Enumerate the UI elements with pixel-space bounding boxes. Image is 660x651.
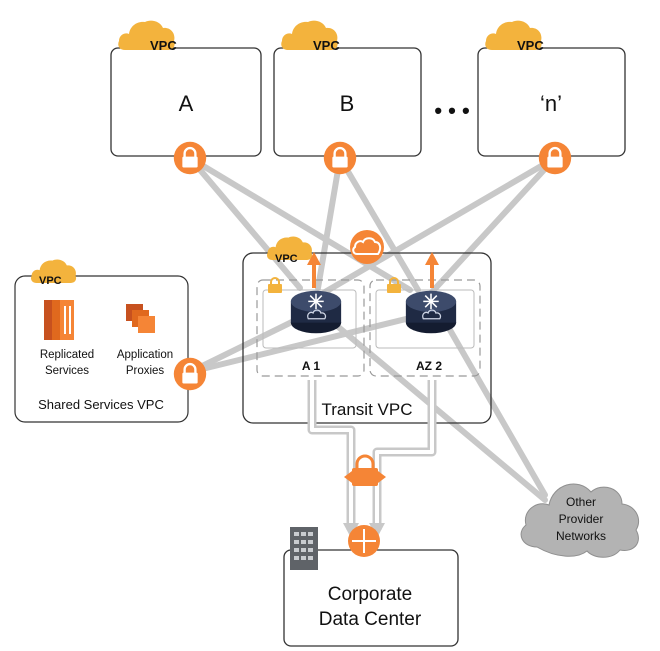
transit-vpc-label: Transit VPC bbox=[321, 400, 412, 419]
customer-gateway-icon bbox=[348, 525, 380, 557]
vpn-gateway-icon bbox=[344, 454, 386, 486]
link-b-az1 bbox=[315, 155, 343, 291]
application-proxies-line1: Application bbox=[117, 349, 173, 361]
connection-lines bbox=[187, 155, 558, 503]
vpc-box-n: VPC ‘n’ bbox=[477, 20, 626, 157]
vpc-n-label: ‘n’ bbox=[540, 91, 562, 116]
application-proxies-line2: Proxies bbox=[126, 365, 165, 377]
other-networks-line2: Provider bbox=[559, 512, 604, 526]
link-n-az2 bbox=[429, 155, 558, 295]
vpc-badge-transit-label: VPC bbox=[275, 253, 298, 265]
link-n-az1 bbox=[322, 155, 558, 295]
replicated-services-line1: Replicated bbox=[40, 349, 94, 361]
link-b-az2 bbox=[337, 155, 421, 293]
az1-label: A 1 bbox=[302, 359, 321, 373]
shared-services-vpc-box: VPC Replicated Services Application Prox… bbox=[14, 259, 189, 423]
link-a-az1 bbox=[187, 155, 303, 291]
padlock-icon bbox=[387, 277, 401, 293]
lock-icon bbox=[172, 356, 208, 392]
arrow-up-icon bbox=[425, 252, 439, 288]
vpc-box-a: VPC A bbox=[110, 20, 262, 157]
padlock-icon bbox=[268, 277, 282, 293]
shared-services-label: Shared Services VPC bbox=[38, 397, 164, 412]
az2-label: AZ 2 bbox=[416, 359, 442, 373]
link-shared-az1 bbox=[187, 315, 303, 375]
other-provider-networks-cloud: Other Provider Networks bbox=[520, 483, 640, 558]
other-networks-line3: Networks bbox=[556, 529, 606, 543]
application-proxies-icon bbox=[126, 304, 155, 333]
internet-gateway-icon bbox=[350, 230, 384, 264]
replicated-services-icon bbox=[44, 300, 74, 340]
vpc-badge-n-label: VPC bbox=[517, 38, 544, 53]
other-networks-line1: Other bbox=[566, 495, 596, 509]
vpc-badge-a-label: VPC bbox=[150, 38, 177, 53]
link-az1-other bbox=[327, 317, 548, 503]
router-icon bbox=[405, 289, 457, 335]
router-icon bbox=[290, 289, 342, 335]
link-az2-other bbox=[447, 327, 548, 498]
vpc-badge-shared-label: VPC bbox=[39, 275, 62, 287]
vpc-a-label: A bbox=[179, 91, 194, 116]
lock-icon bbox=[322, 140, 358, 176]
replicated-services-line2: Services bbox=[45, 365, 89, 377]
vpc-badge-b-label: VPC bbox=[313, 38, 340, 53]
arrow-up-icon bbox=[307, 252, 321, 288]
building-icon bbox=[290, 527, 318, 570]
lock-icon bbox=[172, 140, 208, 176]
lock-icon bbox=[537, 140, 573, 176]
datacenter-line1: Corporate bbox=[328, 584, 413, 605]
link-a-az2 bbox=[187, 155, 413, 293]
vpc-b-label: B bbox=[340, 91, 355, 116]
link-shared-az2 bbox=[187, 315, 413, 375]
corporate-data-center-box: Corporate Data Center bbox=[283, 549, 459, 647]
datacenter-line2: Data Center bbox=[319, 609, 422, 630]
vpc-box-b: VPC B bbox=[273, 20, 422, 157]
ellipsis: • • • bbox=[434, 98, 469, 123]
